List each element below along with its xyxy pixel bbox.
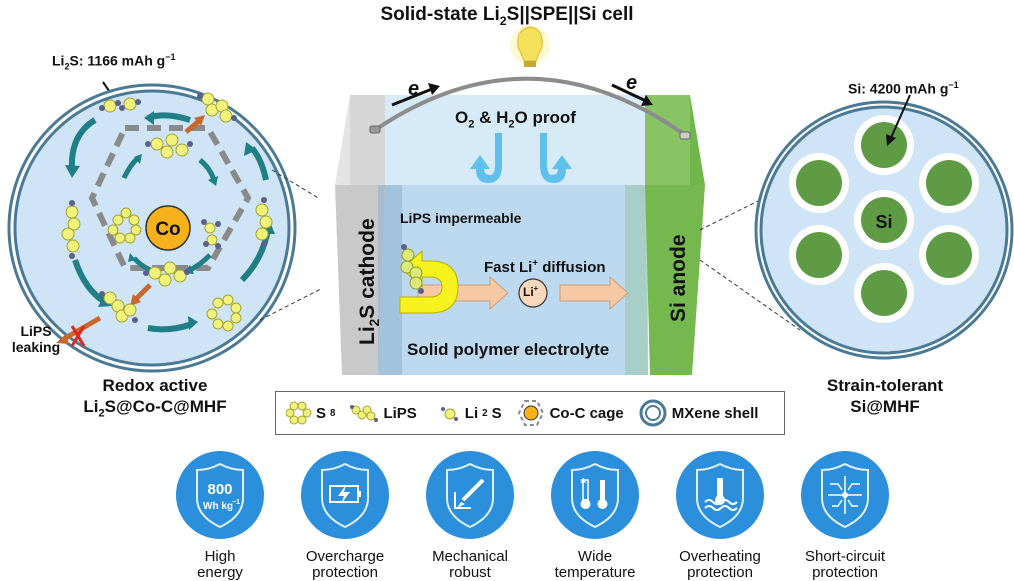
electron-right-label: e bbox=[626, 72, 637, 94]
o2-h2o-proof-label: O2 & H2O proof bbox=[455, 108, 576, 131]
zoom-guide-lines-right bbox=[699, 184, 801, 331]
anode-front-face bbox=[645, 185, 705, 375]
anode-top-face bbox=[645, 95, 690, 185]
si-core-label: Si bbox=[875, 212, 892, 232]
mxene-shell-icon bbox=[639, 399, 667, 427]
svg-text:✱: ✱ bbox=[580, 477, 587, 486]
electrolyte-front-face bbox=[378, 185, 648, 375]
lithium-atoms bbox=[69, 93, 267, 323]
li-ion-arrow-right bbox=[559, 275, 629, 311]
cathode-label: Li2S cathode bbox=[356, 218, 383, 345]
fast-diffusion-label: Fast Li+ diffusion bbox=[484, 258, 606, 276]
si-capacity-pointer bbox=[889, 94, 911, 141]
svg-text:Wh kg: Wh kg bbox=[203, 501, 233, 512]
lips-leaking-label: LiPS leaking bbox=[11, 323, 61, 355]
shield-battery-icon bbox=[301, 451, 389, 539]
lips-chain-icon bbox=[350, 405, 379, 422]
zoom-guide-lines bbox=[259, 169, 320, 321]
shield-heat-icon bbox=[676, 451, 764, 539]
co-c-cage-icon bbox=[517, 400, 544, 426]
shield-energy-icon: 800 Wh kg −1 bbox=[176, 451, 264, 539]
cathode-front-face bbox=[335, 185, 385, 375]
cobalt-label: Co bbox=[155, 219, 180, 240]
sulfur-species bbox=[61, 92, 273, 332]
blocked-leak-mark bbox=[70, 325, 86, 347]
external-wire bbox=[373, 76, 687, 137]
shield-thermometers-icon: ✱ bbox=[551, 451, 639, 539]
anode-label: Si anode bbox=[667, 234, 690, 322]
battery-cell-diagram: e e bbox=[335, 25, 705, 375]
cobalt-core bbox=[145, 205, 191, 251]
li-ion-label: Li+ bbox=[523, 284, 539, 299]
si-particles bbox=[789, 115, 979, 323]
legend-item-co-c-cage: Co-C cage bbox=[516, 398, 624, 428]
lips-impermeable-label: LiPS impermeable bbox=[400, 210, 522, 226]
anode-particle-diagram: Si bbox=[699, 94, 1014, 360]
diagram-title: Solid-state Li2S||SPE||Si cell bbox=[380, 4, 634, 28]
o2-h2o-repel-arrows bbox=[470, 133, 572, 183]
light-bulb-icon bbox=[510, 25, 550, 67]
left-capacity-label: Li2S: 1166 mAh g−1 bbox=[52, 52, 176, 72]
right-capacity-label: Si: 4200 mAh g−1 bbox=[848, 80, 959, 97]
left-caption: Redox active Li2S@Co-C@MHF bbox=[83, 376, 227, 420]
electrolyte-label: Solid polymer electrolyte bbox=[407, 340, 610, 359]
lips-blocked-molecule bbox=[400, 248, 423, 290]
shield-pen-impact-icon bbox=[426, 451, 514, 539]
co-c-cage bbox=[88, 125, 252, 271]
right-caption: Strain-tolerant Si@MHF bbox=[826, 376, 944, 416]
li2s-molecule-icon bbox=[440, 407, 458, 421]
svg-text:−1: −1 bbox=[232, 499, 240, 506]
electron-flow-arrows bbox=[391, 83, 653, 107]
li-ion-circle bbox=[518, 278, 548, 308]
electrolyte-top-face bbox=[385, 95, 645, 185]
svg-text:800: 800 bbox=[207, 481, 232, 498]
electron-left-label: e bbox=[408, 78, 419, 100]
shield-circuit-icon bbox=[801, 451, 889, 539]
s8-ring-icon bbox=[286, 401, 312, 425]
cathode-particle-diagram: Co bbox=[7, 81, 320, 373]
legend-item-lips: LiPS bbox=[349, 402, 417, 424]
cathode-top-face bbox=[350, 95, 385, 185]
legend-item-mxene-shell: MXene shell bbox=[638, 398, 758, 428]
